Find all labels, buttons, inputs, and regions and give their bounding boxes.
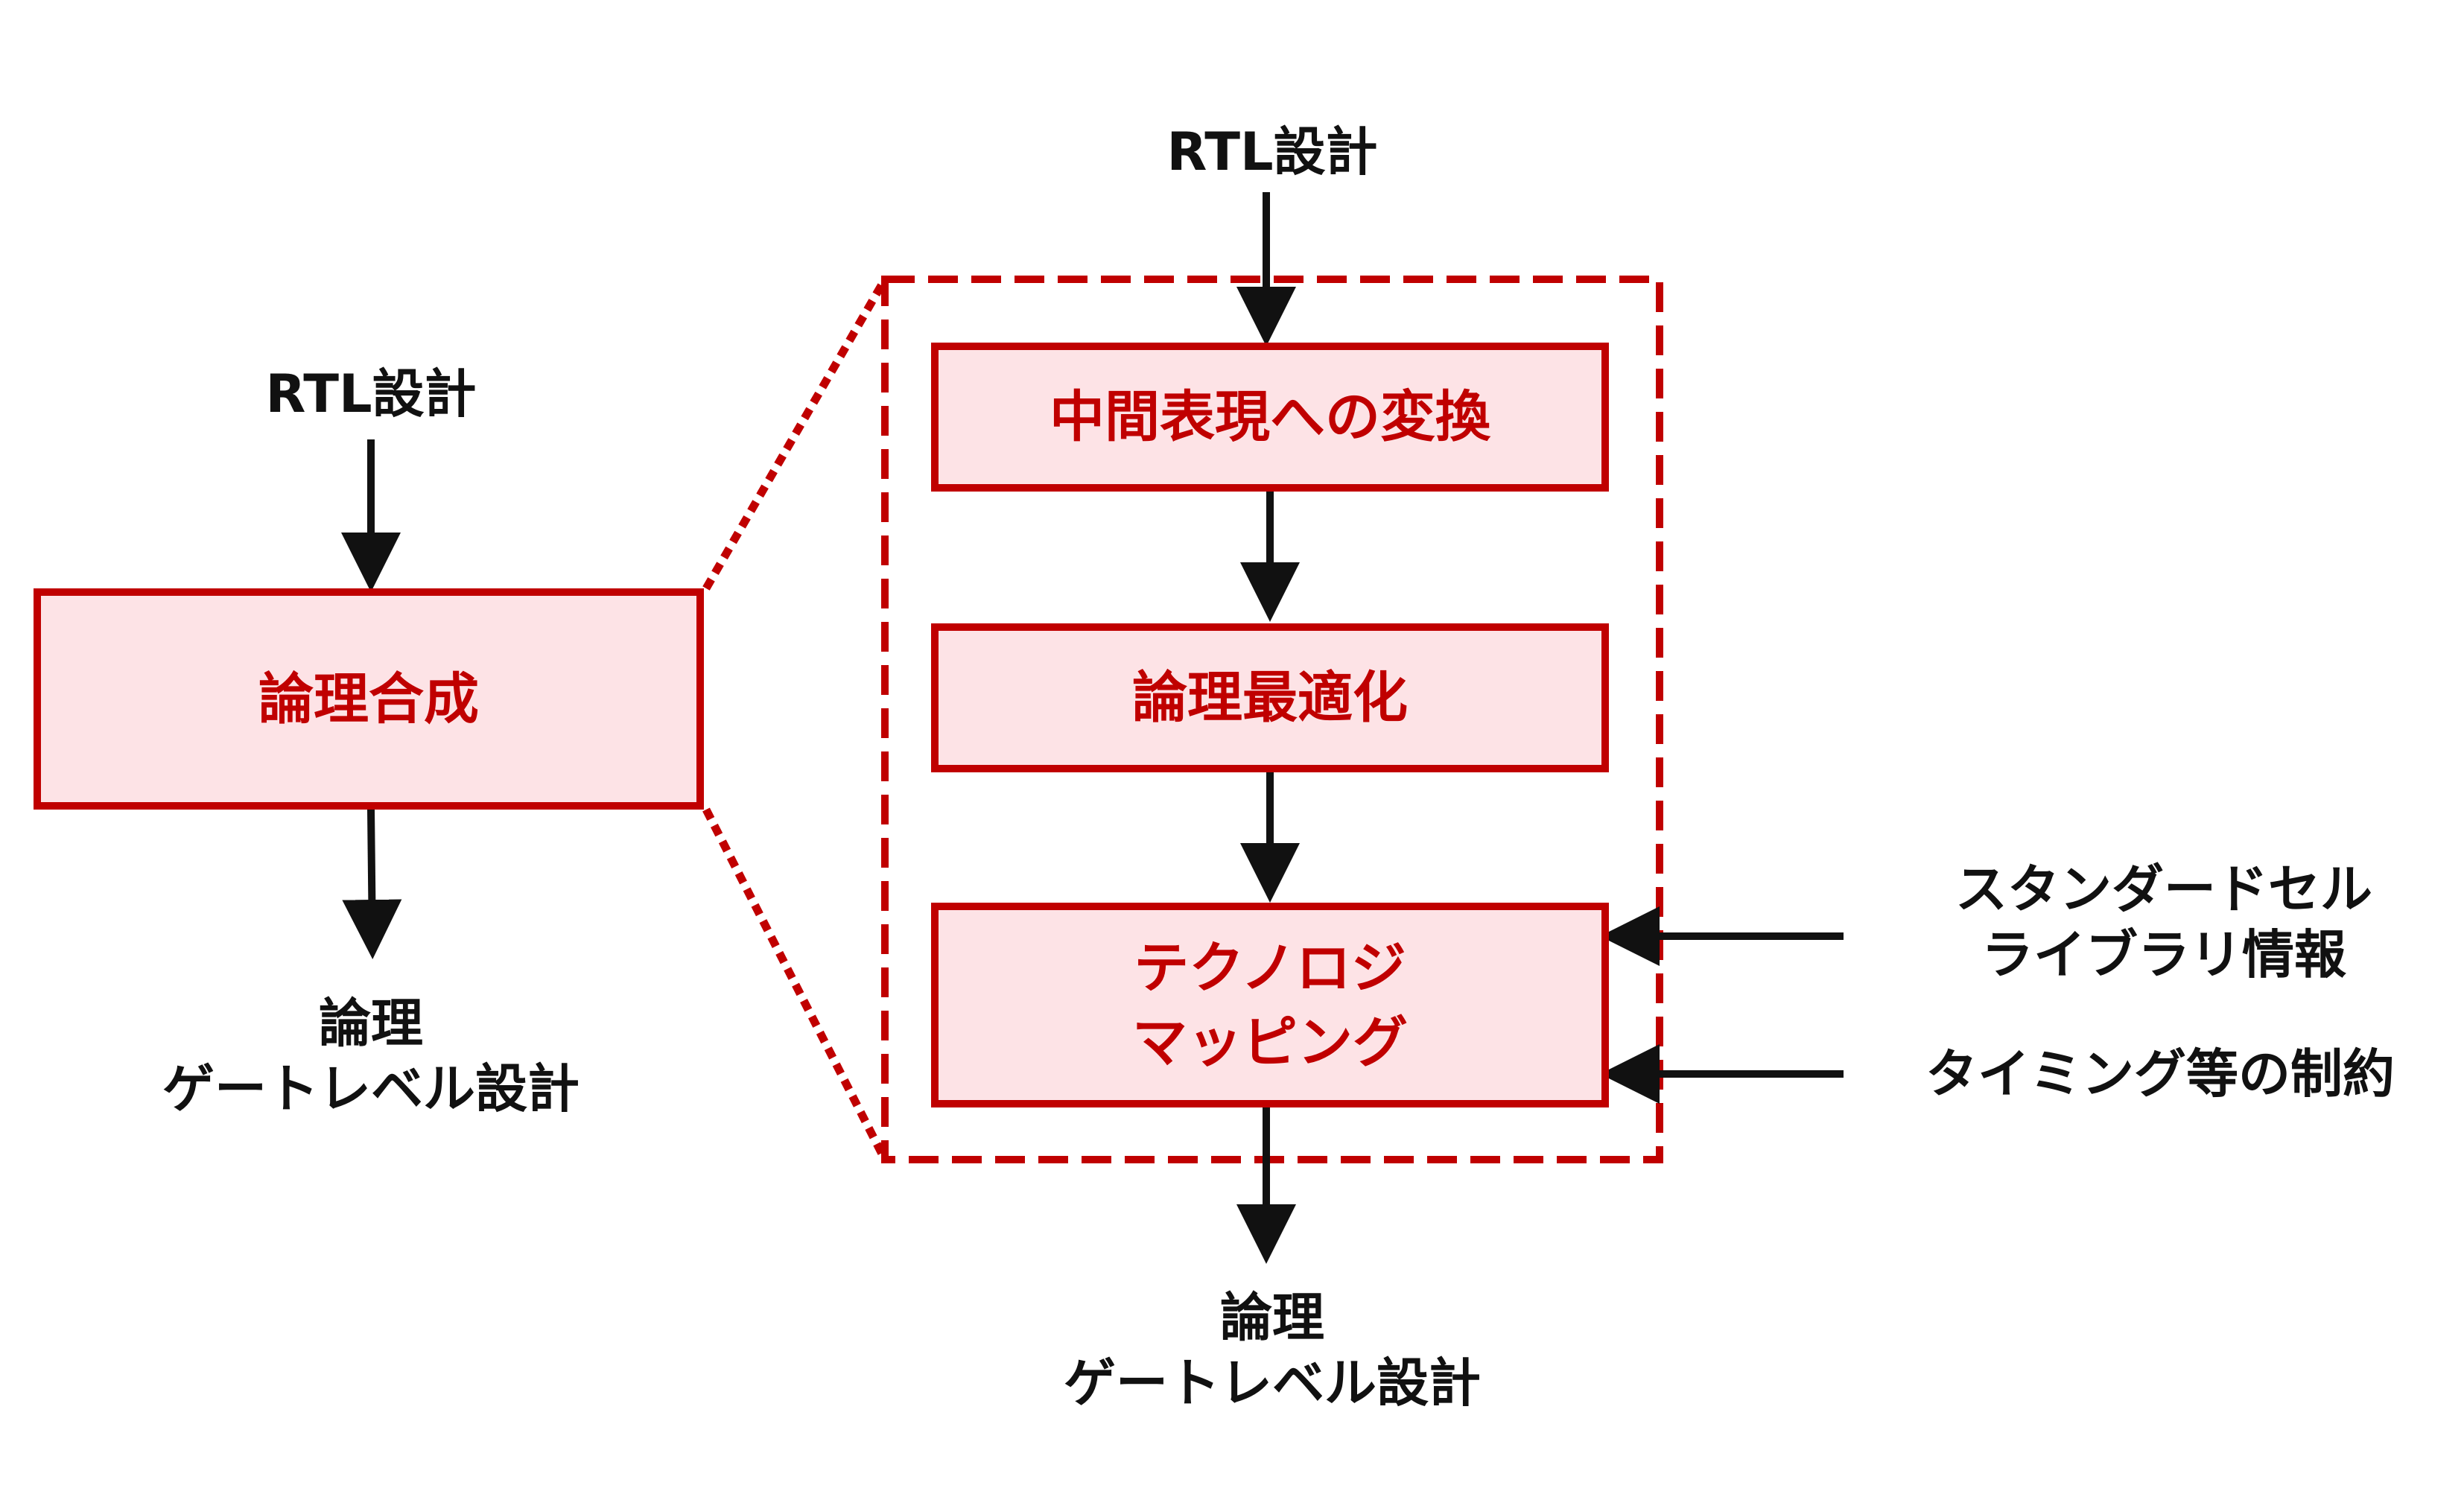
step-logic-optimization: 論理最適化 (931, 623, 1609, 772)
right-input-label: RTL設計 (1166, 121, 1378, 182)
step-intermediate-conversion-label: 中間表現への変換 (1050, 385, 1490, 449)
side-input-library-line1: スタンダードセル (1955, 859, 2372, 920)
left-output-line2: ゲートレベル設計 (162, 1058, 580, 1119)
step-technology-mapping-line2: マッピング (1132, 1010, 1408, 1075)
right-output-label: 論理 ゲートレベル設計 (1064, 1285, 1481, 1416)
step-technology-mapping-line1: テクノロジ (1134, 935, 1406, 1000)
step-intermediate-conversion: 中間表現への変換 (931, 343, 1609, 492)
left-output-line1: 論理 (319, 993, 423, 1054)
logic-synthesis-box: 論理合成 (34, 588, 704, 810)
arrow-left-output (342, 809, 402, 959)
right-output-line1: 論理 (1220, 1287, 1324, 1348)
side-input-library-label: スタンダードセル ライブラリ情報 (1955, 856, 2372, 988)
step-technology-mapping: テクノロジ マッピング (931, 903, 1609, 1107)
zoom-line-top (702, 277, 889, 591)
left-input-label: RTL設計 (265, 363, 477, 425)
left-output-label: 論理 ゲートレベル設計 (162, 991, 580, 1122)
step-logic-optimization-label: 論理最適化 (1132, 666, 1408, 730)
logic-synthesis-label: 論理合成 (258, 667, 479, 731)
zoom-line-bottom (702, 807, 889, 1162)
side-input-constraints-label: タイミング等の制約 (1925, 1043, 2395, 1105)
side-input-library-line2: ライブラリ情報 (1981, 924, 2346, 985)
right-output-line2: ゲートレベル設計 (1064, 1353, 1481, 1414)
detail-frame (881, 276, 1663, 1163)
